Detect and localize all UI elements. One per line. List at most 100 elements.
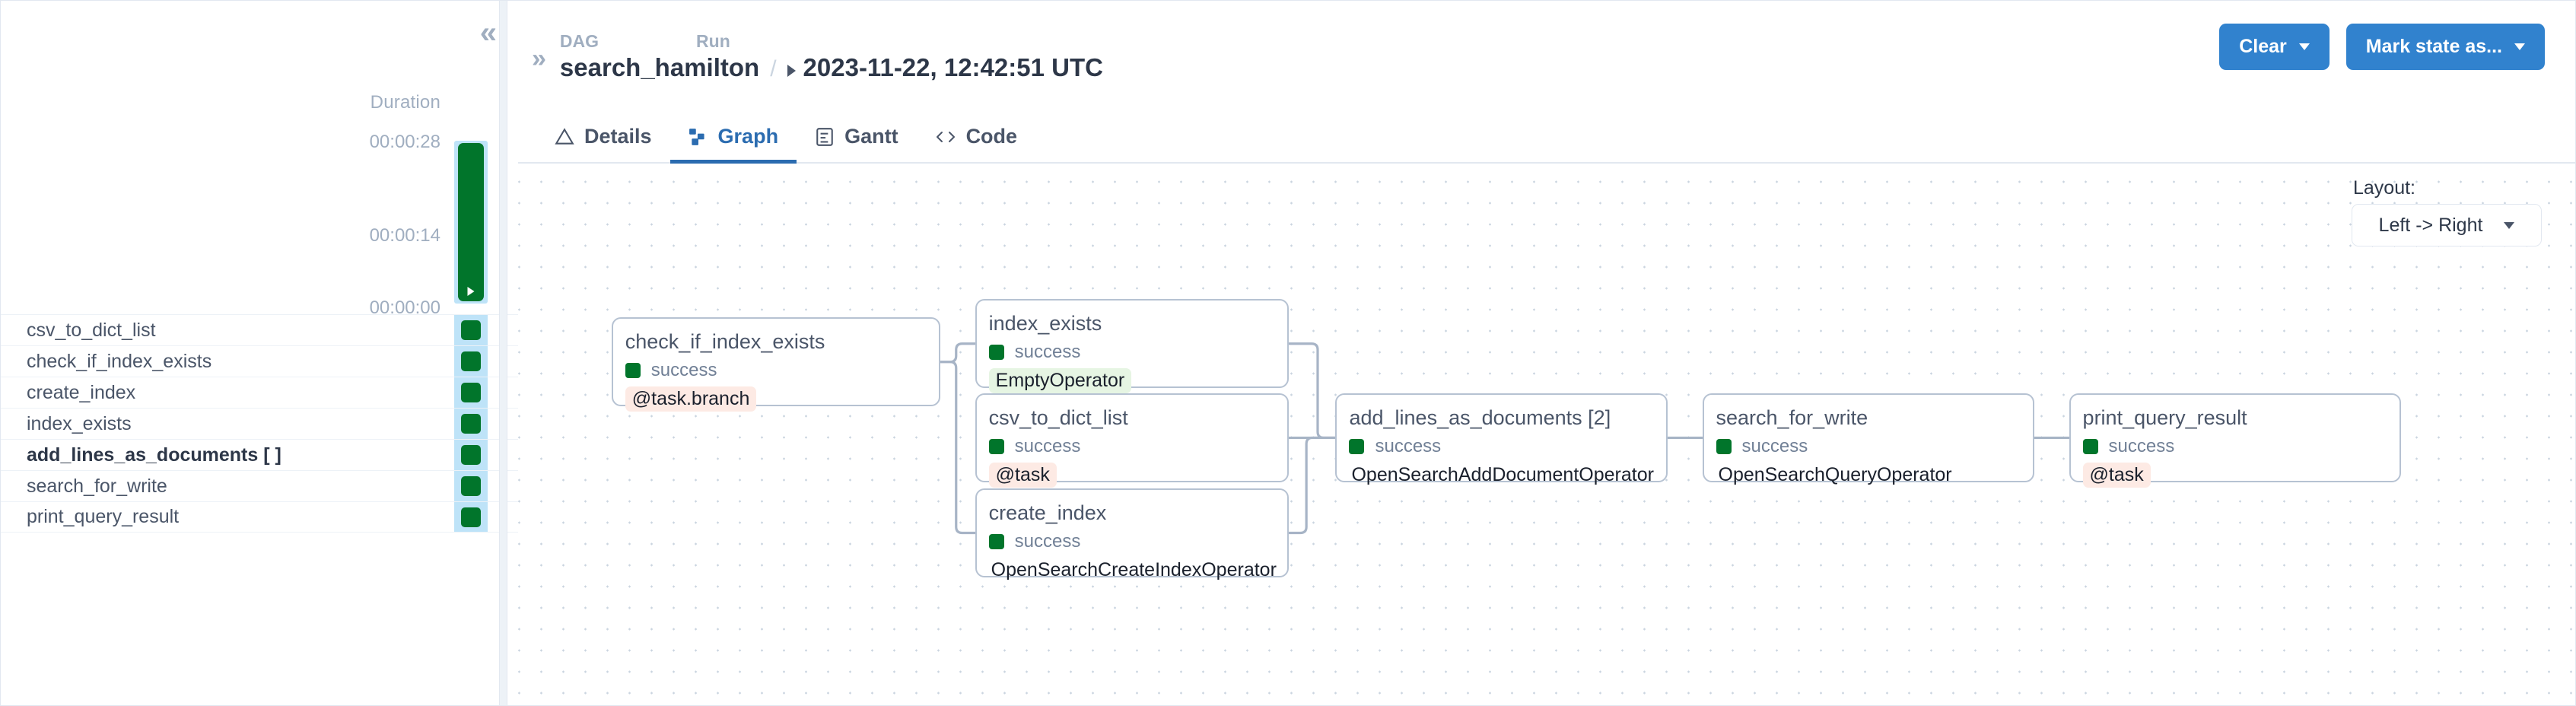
breadcrumb-separator: / [770,56,777,81]
triangle-alert-icon [555,127,574,147]
node-title: print_query_result [2082,405,2247,429]
tab-label: Details [584,125,652,148]
graph-edge [939,342,977,364]
graph-nodes-icon [689,127,708,147]
breadcrumb-run-name[interactable]: 2023-11-22, 12:42:51 UTC [803,52,1103,81]
run-tabs: Details Graph Gantt Code [518,113,2575,164]
task-row[interactable]: print_query_result [1,501,518,533]
task-state-cell[interactable] [454,409,488,439]
layout-select-value: Left -> Right [2378,214,2483,236]
status-badge [461,383,481,402]
chevron-down-icon [2298,43,2310,50]
task-state-cell[interactable] [454,346,488,377]
node-state-label: success [1014,530,1081,552]
status-badge [461,351,481,371]
status-badge [461,507,481,527]
node-state: success [988,342,1275,363]
layout-select[interactable]: Left -> Right [2352,204,2542,246]
tab-graph[interactable]: Graph [669,113,797,164]
run-caret-icon[interactable] [787,64,796,77]
status-badge [1349,438,1365,454]
tab-code[interactable]: Code [917,113,1036,164]
chevron-down-icon [2514,43,2525,50]
node-state-label: success [1014,435,1081,456]
task-state-cell[interactable] [454,377,488,408]
node-title: csv_to_dict_list [988,405,1128,429]
node-operator-tag: OpenSearchQueryOperator [1718,463,1952,485]
task-row[interactable]: create_index [1,377,518,408]
node-title: index_exists [988,312,1102,336]
clear-button-label: Clear [2239,36,2287,57]
dag-run-bar-fill [458,143,484,301]
graph-canvas[interactable]: Layout: Left -> Right check_if_index_exi… [518,164,2575,705]
node-operator-tag: EmptyOperator [988,368,1132,394]
tab-label: Code [965,125,1018,148]
duration-axis-tick-0: 00:00:28 [369,132,440,152]
task-state-cell[interactable] [454,502,488,532]
expand-sidebar-icon[interactable]: » [532,44,546,73]
dag-run-duration-bar[interactable] [454,141,488,304]
task-row-label: check_if_index_exists [27,350,212,372]
task-state-cell[interactable] [454,315,488,345]
node-state-label: success [1741,435,1808,456]
clear-button[interactable]: Clear [2219,24,2330,70]
status-badge [1716,438,1732,454]
node-operator-tag: OpenSearchAddDocumentOperator [1351,463,1654,485]
task-row[interactable]: search_for_write [1,470,518,501]
node-title: create_index [988,501,1107,524]
play-triangle-icon [467,287,475,296]
task-row-label: add_lines_as_documents [ ] [27,444,281,466]
status-badge [988,533,1004,549]
mark-state-button-label: Mark state as... [2365,36,2502,57]
node-state: success [625,360,927,381]
duration-header: Duration [370,92,440,113]
node-operator-tag: OpenSearchCreateIndexOperator [991,558,1277,580]
tab-details[interactable]: Details [536,113,670,164]
status-badge [2082,438,2098,454]
run-actions: Clear Mark state as... [2219,24,2545,70]
status-badge [988,438,1004,454]
node-state-label: success [650,360,717,381]
node-state-label: success [1375,435,1442,456]
task-row[interactable]: check_if_index_exists [1,345,518,377]
task-row-label: search_for_write [27,475,167,497]
task-state-cell[interactable] [454,471,488,501]
chevron-down-icon [2504,221,2515,229]
breadcrumb-dag-name[interactable]: search_hamilton [559,52,760,81]
node-state-label: success [1014,342,1081,363]
mark-state-button[interactable]: Mark state as... [2345,24,2545,70]
tab-label: Gantt [844,125,898,148]
task-row-label: create_index [27,381,136,403]
node-state: success [1349,436,1654,457]
status-badge [988,345,1004,361]
breadcrumb: DAG Run search_hamilton / 2023-11-22, 12… [560,32,1103,81]
task-state-cell[interactable] [454,440,488,470]
node-state: success [988,530,1275,552]
status-badge [461,476,481,496]
collapse-sidebar-icon[interactable]: « [479,16,497,49]
task-row[interactable]: index_exists [1,408,518,439]
node-operator-tag: @task.branch [625,386,757,412]
tab-gantt[interactable]: Gantt [797,113,917,164]
node-title: search_for_write [1716,405,1868,429]
panel-resize-handle[interactable] [499,1,507,705]
status-badge [625,363,641,379]
task-row[interactable]: csv_to_dict_list [1,314,518,345]
status-badge [461,320,481,340]
graph-edge [1287,342,1337,440]
main-panel: » DAG Run search_hamilton / 2023-11-22, … [518,1,2575,705]
code-brackets-icon [935,127,956,147]
node-state: success [2082,436,2388,457]
layout-label: Layout: [2353,177,2416,199]
graph-edge [939,361,977,535]
task-row[interactable]: add_lines_as_documents [ ] [1,439,518,470]
